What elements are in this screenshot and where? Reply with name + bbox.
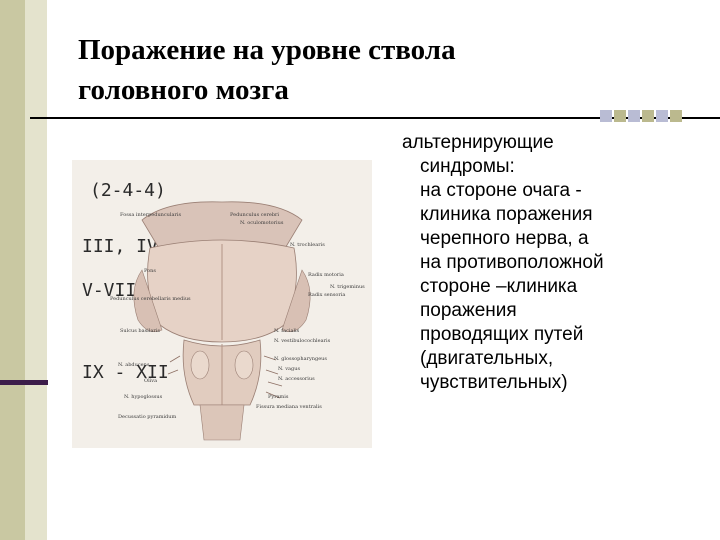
figure-label: Pedunculus cerebri [230, 212, 279, 218]
figure-label: Radix motoria [308, 272, 344, 278]
decor-square [670, 110, 682, 122]
figure-label: Radix sensoria [308, 292, 345, 298]
figure-label: N. trochlearis [290, 242, 325, 248]
body-line: на противоположной [420, 252, 604, 273]
handwritten-note: V-VIII [82, 280, 147, 301]
slide-body-text: альтернирующие синдромы: на стороне очаг… [402, 131, 702, 395]
brainstem-shape [133, 201, 311, 441]
figure-label: N. glossopharyngeus [274, 356, 327, 362]
figure-label: Oliva [144, 378, 157, 384]
body-line: черепного нерва, а [420, 228, 589, 249]
handwritten-note: IX - XII [82, 362, 169, 383]
figure-label: Fossa interpeduncularis [120, 212, 181, 218]
decor-square [656, 110, 668, 122]
body-line-first: альтернирующие [402, 132, 554, 153]
figure-label: Pons [144, 268, 156, 274]
left-decor-stripe [0, 0, 25, 540]
body-line: клиника поражения [420, 204, 593, 225]
decor-square [614, 110, 626, 122]
body-indented-block: синдромы: на стороне очага - клиника пор… [402, 155, 702, 395]
left-decor-stripe-light [25, 0, 47, 540]
brainstem-illustration: (2-4-4) III, IV V-VIII IX - XII Fossa in… [72, 160, 372, 448]
handwritten-note: (2-4-4) [90, 180, 166, 201]
body-line: стороне –клиника [420, 276, 578, 297]
body-line: на стороне очага - [420, 180, 582, 201]
figure-label: N. vagus [278, 366, 300, 372]
figure-label: Fissura mediana ventralis [256, 404, 322, 410]
body-line: (двигательных, [420, 348, 554, 369]
figure-labels-left: Fossa interpeduncularis Pons Pedunculus … [110, 212, 191, 420]
figure-label: N. facialis [274, 328, 300, 334]
figure-label: N. vestibulocochlearis [274, 338, 331, 344]
left-accent-bar [0, 380, 48, 385]
figure-label: Pyramis [268, 394, 289, 400]
figure-label: N. abducens [118, 362, 150, 368]
brainstem-drawing: (2-4-4) III, IV V-VIII IX - XII Fossa in… [82, 180, 365, 441]
slide-title: Поражение на уровне ствола головного моз… [78, 30, 638, 110]
decor-square [628, 110, 640, 122]
title-line-2: головного мозга [78, 74, 289, 106]
figure-label: Pedunculus cerebellaris medius [110, 296, 191, 302]
figure-label: N. trigeminus [330, 284, 365, 290]
handwritten-note: III, IV [82, 236, 158, 257]
figure-label: N. accessorius [278, 376, 315, 382]
body-line: чувствительных) [420, 372, 568, 393]
body-line: поражения [420, 300, 517, 321]
decor-square [600, 110, 612, 122]
body-line: проводящих путей [420, 324, 584, 345]
figure-label: N. oculomotorius [240, 220, 284, 226]
title-divider [30, 117, 720, 119]
decor-square [642, 110, 654, 122]
figure-label: Sulcus basilaris [120, 328, 160, 334]
figure-labels-right: Pedunculus cerebri N. oculomotorius N. t… [230, 212, 365, 410]
figure-label: N. hypoglossus [124, 394, 163, 400]
body-line: синдромы: [420, 156, 515, 177]
title-line-1: Поражение на уровне ствола [78, 34, 456, 66]
figure-label: Decussatio pyramidum [118, 414, 176, 420]
